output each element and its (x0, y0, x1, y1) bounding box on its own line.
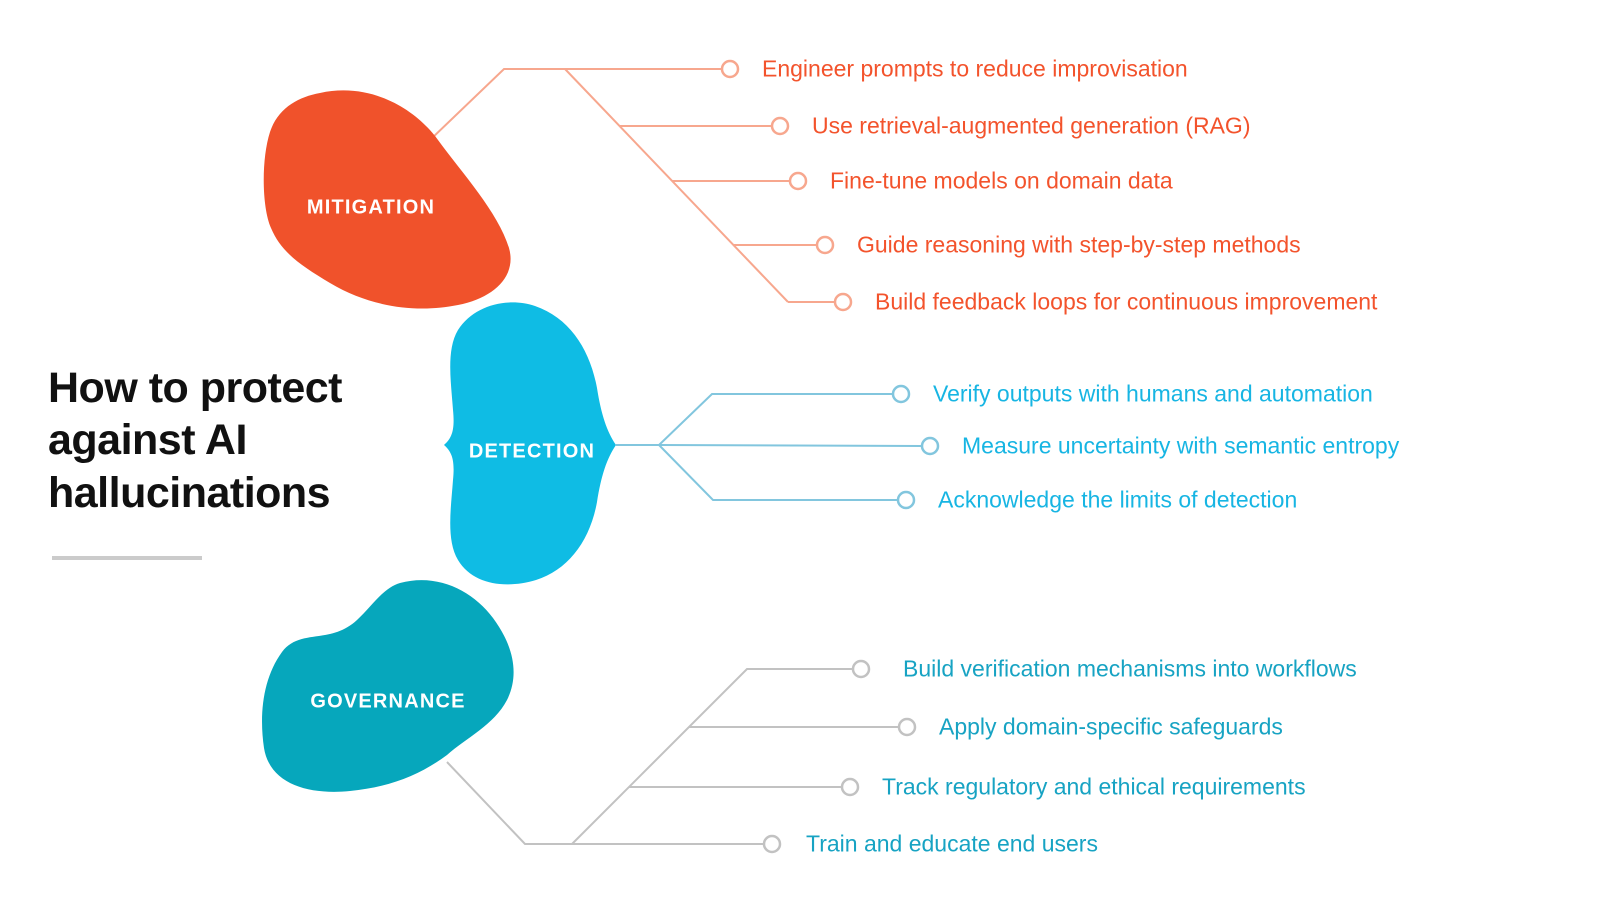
governance-trunk-line (446, 761, 763, 845)
mitigation-diagonal-line (564, 68, 789, 303)
mitigation-trunk-line (429, 68, 721, 141)
governance-connectors (446, 659, 917, 854)
mitigation-blob-label: MITIGATION (306, 196, 436, 219)
governance-item-1-label: Build verification mechanisms into workf… (903, 655, 1357, 682)
detection-item-1-label: Verify outputs with humans and automatio… (933, 380, 1373, 407)
governance-item-3-label: Track regulatory and ethical requirement… (882, 773, 1306, 800)
governance-item-4-label: Train and educate end users (806, 830, 1098, 857)
detection-item-2-line (658, 444, 922, 447)
mitigation-blob (263, 90, 511, 309)
mitigation-item-3-label: Fine-tune models on domain data (830, 167, 1173, 194)
detection-item-3-line (658, 444, 897, 501)
diagram-title: How to protect against AI hallucinations (48, 364, 342, 517)
detection-item-3-label: Acknowledge the limits of detection (938, 486, 1298, 513)
mitigation-item-4-node (815, 235, 835, 255)
mitigation-item-1-label: Engineer prompts to reduce improvisation (762, 55, 1188, 82)
mitigation-connectors (429, 59, 853, 312)
governance-blob-label: GOVERNANCE (310, 690, 466, 713)
mitigation-item-5-label: Build feedback loops for continuous impr… (875, 288, 1378, 315)
governance-diagonal-line (571, 668, 852, 845)
governance-item-2-label: Apply domain-specific safeguards (939, 713, 1283, 740)
governance-item-3-node (840, 777, 860, 797)
detection-item-1-node (891, 384, 911, 404)
detection-item-1-line (658, 393, 892, 446)
mitigation-item-2-label: Use retrieval-augmented generation (RAG) (812, 112, 1251, 139)
governance-blob (262, 580, 514, 792)
detection-connectors (616, 384, 940, 510)
detection-blob (444, 302, 616, 585)
mitigation-item-1-node (720, 59, 740, 79)
governance-item-4-node (762, 834, 782, 854)
detection-item-2-label: Measure uncertainty with semantic entrop… (962, 432, 1400, 459)
mitigation-item-4-label: Guide reasoning with step-by-step method… (857, 231, 1301, 258)
mitigation-item-3-node (788, 171, 808, 191)
detection-item-3-node (896, 490, 916, 510)
mitigation-item-2-node (770, 116, 790, 136)
governance-item-2-node (897, 717, 917, 737)
governance-item-1-node (851, 659, 871, 679)
mitigation-item-5-node (833, 292, 853, 312)
detection-blob-label: DETECTION (468, 440, 596, 463)
detection-item-2-node (920, 436, 940, 456)
title-underline (52, 556, 202, 560)
